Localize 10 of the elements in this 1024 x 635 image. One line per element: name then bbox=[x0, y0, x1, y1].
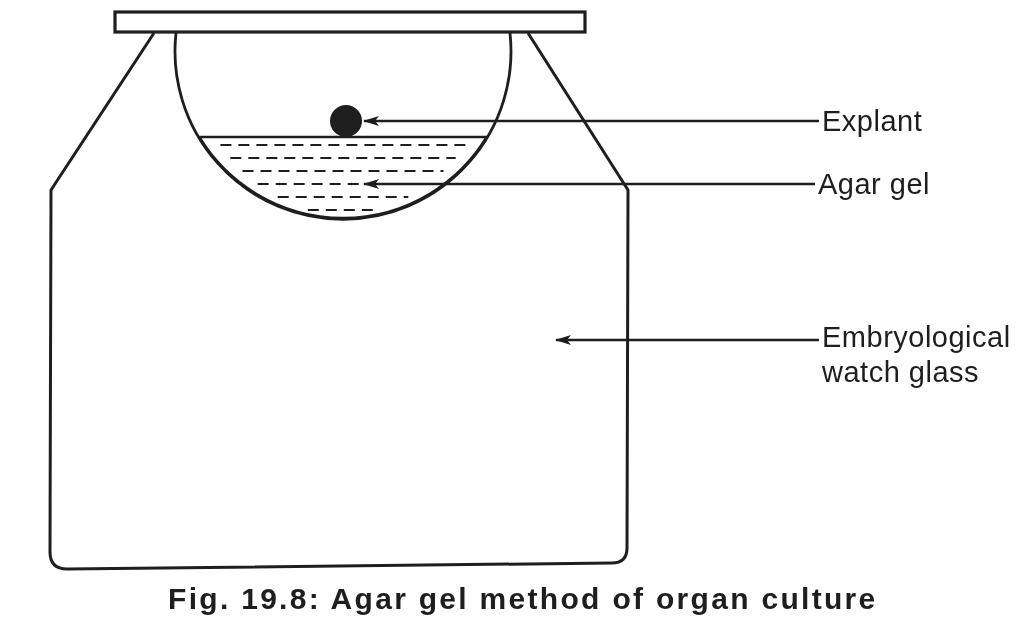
watch-glass bbox=[48, 10, 630, 571]
leader-line bbox=[555, 335, 819, 345]
part-label: Agar gel bbox=[818, 167, 993, 202]
part-label: Explant bbox=[822, 104, 997, 139]
leader-line bbox=[363, 116, 819, 126]
agar-gel bbox=[198, 135, 488, 220]
leader-line bbox=[363, 179, 815, 189]
part-label: Embryological watch glass bbox=[822, 320, 1022, 390]
explant bbox=[330, 105, 362, 137]
figure-caption: Fig. 19.8: Agar gel method of organ culture bbox=[168, 582, 878, 616]
